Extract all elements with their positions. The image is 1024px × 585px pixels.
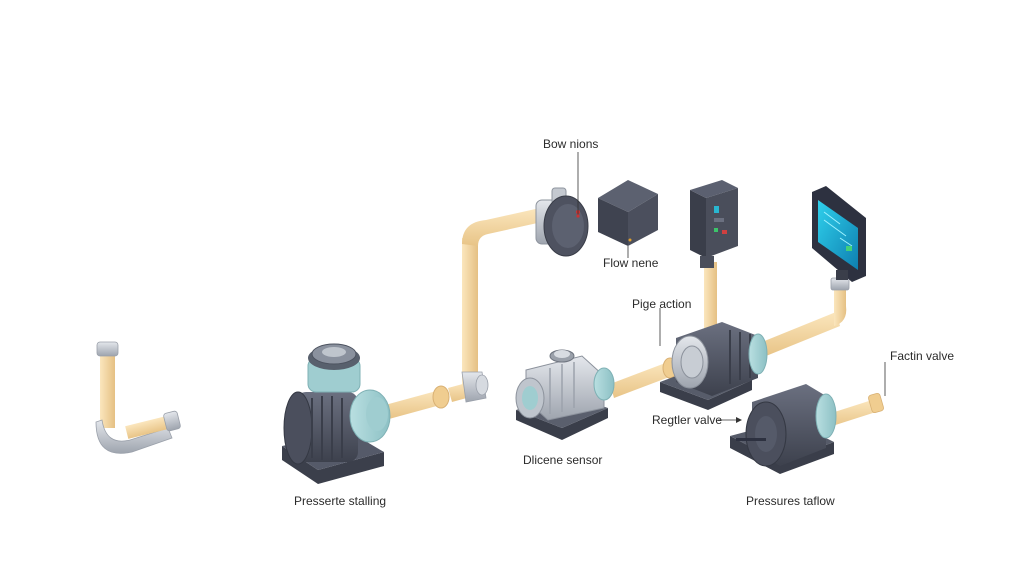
regtler-arrowhead [736,417,742,423]
label-flow-nene: Flow nene [603,256,659,270]
display-panel [812,186,866,282]
dlicene-sensor [515,349,615,440]
left-motor [282,343,391,484]
label-regtler-valve: Regtler valve [652,413,723,427]
motor-outlet-pipe [385,371,489,419]
label-pressures-taflow: Pressures taflow [746,494,835,508]
riser-pipe [462,208,542,386]
bow-nions-pointer [576,214,580,218]
label-bow-nions: Bow nions [543,137,599,151]
leader-lines [577,152,886,421]
instrument-drop-pipe [704,262,717,332]
pige-action-instrument [690,180,738,268]
label-pige-action: Pige action [632,297,692,311]
left-l-pipe [95,341,181,454]
label-presserte-stalling: Presserte stalling [294,494,387,508]
bow-nions-valve [535,187,589,257]
label-factin-valve: Factin valve [890,349,955,363]
label-dlicene-sensor: Dlicene sensor [523,453,603,467]
bow-nions-box [598,180,658,246]
pump-to-display-pipe [762,277,850,356]
middle-pump [660,322,768,410]
right-motor [730,384,837,474]
